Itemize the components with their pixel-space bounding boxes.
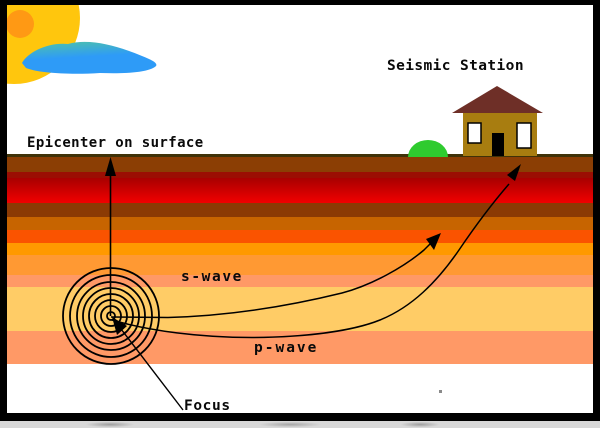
house-door [492,133,504,156]
surface-line [0,154,600,157]
earth-layer-7 [0,243,600,255]
epicenter-arrow [105,157,116,316]
stray-dot [439,390,442,393]
frame-border-left [0,0,7,421]
frame-border-bottom [0,413,600,421]
earth-layer-8 [0,255,600,275]
bottom-grey-strip [0,421,600,428]
epicenter-label: Epicenter on surface [27,135,204,151]
bush-icon [408,140,448,157]
earth-layer-5 [0,217,600,230]
earth-layer-6 [0,230,600,243]
cloud-icon [22,41,157,74]
p-wave-label: p-wave [254,340,319,356]
p-wave-path [111,164,521,339]
earth-layer-1 [0,157,600,172]
focus-label: Focus [184,398,231,414]
earth-layer-3 [0,178,600,203]
house-window-left [467,122,482,144]
s-wave-label: s-wave [181,269,243,285]
s-wave-path [110,233,441,319]
focus-pointer [112,317,184,411]
seismic-station-label: Seismic Station [387,58,524,74]
earth-layer-10 [0,287,600,331]
frame-border-top [0,0,600,5]
seismic-station-house [452,86,543,156]
earth-layer-4 [0,203,600,217]
earth-layer-9 [0,275,600,287]
house-roof [452,86,543,113]
frame-border-right [593,0,600,421]
earth-layer-2 [0,172,600,178]
house-window-right [516,122,532,149]
